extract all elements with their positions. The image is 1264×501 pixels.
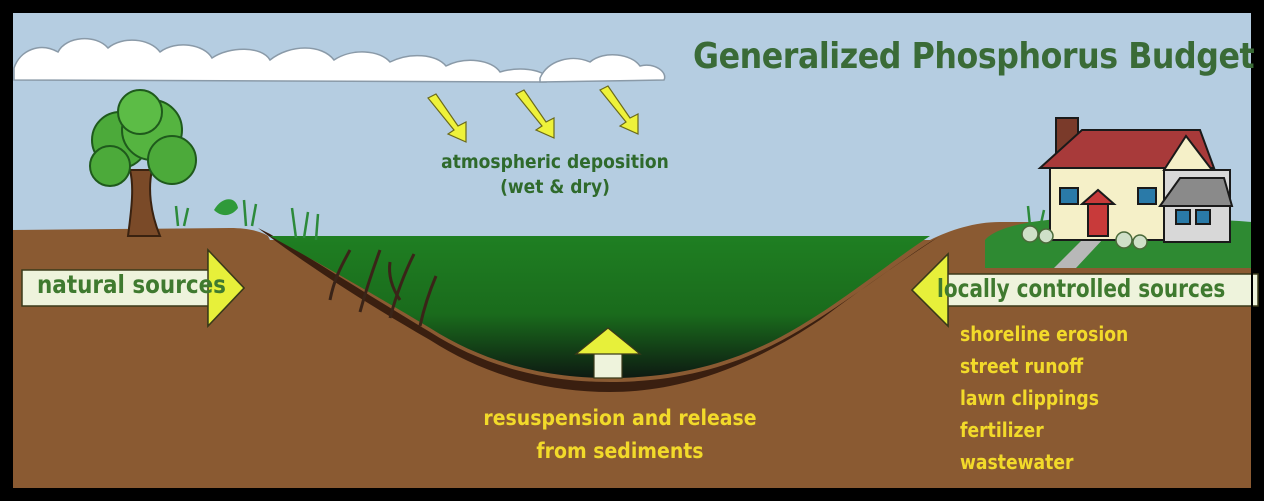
shrubs (1021, 225, 1148, 250)
atmospheric-line1: atmospheric deposition (441, 151, 669, 173)
list-item: street runoff (960, 354, 1084, 378)
natural-sources-label: natural sources (37, 270, 226, 299)
list-item: shoreline erosion (960, 322, 1129, 346)
resuspension-line1: resuspension and release (483, 406, 757, 430)
resuspension-arrow (574, 327, 642, 379)
atmospheric-line2: (wet & dry) (500, 176, 610, 198)
list-item: fertilizer (960, 418, 1044, 442)
resuspension-line2: from sediments (536, 439, 704, 463)
inner-frame (11, 11, 1253, 490)
walkway (1054, 238, 1104, 268)
lake-water (270, 236, 930, 378)
list-item: wastewater (960, 450, 1074, 474)
aquatic-plants (328, 249, 438, 327)
deposition-arrows (427, 85, 639, 143)
house (1037, 117, 1234, 243)
tree (89, 89, 197, 237)
locally-controlled-sources-label: locally controlled sources (937, 274, 1226, 303)
atmospheric-deposition-label: atmospheric deposition (wet & dry) (389, 150, 722, 200)
leafy-plant (214, 199, 238, 216)
diagram-title: Generalized Phosphorus Budget (693, 36, 1255, 77)
resuspension-label: resuspension and release from sediments (458, 402, 782, 468)
natural-arrow-head (207, 248, 246, 328)
cloud-band (13, 37, 666, 83)
local-sources-list: shoreline erosion street runoff lawn cli… (960, 318, 1128, 478)
list-item: lawn clippings (960, 386, 1099, 410)
local-arrow-head (910, 252, 949, 328)
